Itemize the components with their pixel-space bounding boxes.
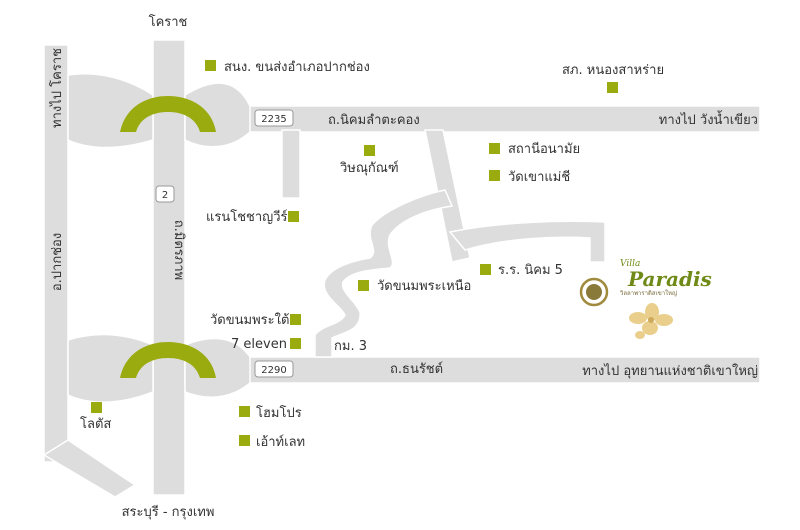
landmark-label: โลตัส — [80, 416, 111, 432]
road-label-bottom: ถ.ธนรัชต์ — [390, 361, 443, 377]
landmark-marker — [239, 406, 250, 417]
landmark-seven-eleven: 7 eleven — [231, 337, 301, 352]
road-curvy — [314, 189, 454, 358]
landmark-marker — [288, 211, 299, 222]
landmark-marker — [205, 60, 216, 71]
direction-north: โคราช — [149, 14, 188, 30]
road-branch-2235 — [281, 129, 301, 199]
landmark-marker — [489, 143, 500, 154]
landmark-school: ร.ร. นิคม 5 — [480, 263, 563, 278]
road-mittraphap — [152, 39, 186, 496]
landmark-wat-nuea: วัดขนมพระเหนือ — [358, 278, 471, 294]
landmark-marker — [364, 145, 375, 156]
landmark-marker — [290, 314, 301, 325]
logo-flower-icon — [629, 303, 673, 339]
route-shield-2235: 2235 — [254, 109, 294, 127]
logo-villa-text: Villa — [620, 259, 640, 269]
landmark-label: เอ้าท์เลท — [256, 434, 305, 450]
road-label-mittraphap: ถ.มิตรภาพ — [171, 220, 186, 280]
direction-south: สระบุรี - กรุงเทพ — [122, 504, 215, 520]
landmark-label: สนง. ขนส่งอำเภอปากช่อง — [224, 60, 370, 75]
interchange-ring-top — [120, 96, 216, 132]
road-label-top: ถ.นิคมลำตะคอง — [328, 113, 420, 128]
road-network — [42, 39, 761, 498]
landmark-makro: เอ้าท์เลท — [239, 434, 305, 450]
landmark-label: วัดขนมพระเหนือ — [377, 278, 471, 294]
interchange-bottom — [67, 333, 154, 403]
shield-2235-text: 2235 — [261, 114, 286, 125]
landmark-witsanukan: วิษณุกัณฑ์ — [339, 145, 399, 176]
landmark-label: 7 eleven — [231, 337, 287, 352]
route-shield-2290: 2290 — [254, 360, 294, 378]
landmark-label: แรนโชชาญวีร์ — [206, 209, 288, 225]
landmark-wat-tai: วัดขนมพระใต้ — [210, 312, 301, 328]
landmark-label: โฮมโปร — [256, 405, 302, 421]
landmark-marker — [358, 280, 369, 291]
landmark-label: สภ. หนองสาหร่าย — [562, 63, 664, 78]
landmark-health: สถานีอนามัย — [489, 141, 580, 157]
landmark-marker — [489, 170, 500, 181]
shield-2-text: 2 — [162, 190, 168, 201]
landmark-label: วัดขนมพระใต้ — [210, 312, 289, 328]
direction-east-bottom: ทางไป อุทยานแห่งชาติเขาใหญ่ — [582, 363, 758, 379]
villa-paradis-logo: Villa Paradis วิลลาพาราดิสเขาใหญ่ — [619, 259, 712, 339]
landmark-label: วัดเขาแม่ชี — [508, 169, 570, 185]
direction-east-top: ทางไป วังน้ำเขียว — [659, 110, 758, 128]
landmark-rancho: แรนโชชาญวีร์ — [206, 209, 299, 225]
landmark-marker — [480, 264, 491, 275]
logo-main-text: Paradis — [627, 267, 712, 291]
km-label: กม. 3 — [334, 339, 367, 354]
landmark-marker — [91, 402, 102, 413]
road-left-diagonal — [42, 439, 137, 498]
landmark-transport: สนง. ขนส่งอำเภอปากช่อง — [205, 60, 370, 75]
direction-left-top: ทางไป โคราช — [49, 48, 65, 128]
landmark-homepro: โฮมโปร — [239, 405, 302, 421]
landmark-label: สถานีอนามัย — [508, 141, 580, 157]
landmark-marker — [290, 338, 301, 349]
logo-sub-text: วิลลาพาราดิสเขาใหญ่ — [619, 289, 677, 297]
landmark-label: วิษณุกัณฑ์ — [339, 160, 398, 176]
direction-left-bottom: อ.ปากช่อง — [50, 233, 65, 291]
interchange-ring-bottom — [120, 342, 216, 378]
landmark-wat-khao-mae-chi: วัดเขาแม่ชี — [489, 169, 570, 185]
shield-2290-text: 2290 — [261, 365, 286, 376]
landmark-marker — [239, 435, 250, 446]
landmark-lotus: โลตัส — [80, 402, 111, 432]
road-to-villa — [448, 220, 606, 263]
landmark-police: สภ. หนองสาหร่าย — [562, 63, 664, 93]
destination-dot — [586, 284, 602, 300]
landmark-label: ร.ร. นิคม 5 — [498, 263, 563, 278]
destination-marker — [579, 277, 609, 307]
route-shield-2: 2 — [155, 185, 175, 203]
landmark-marker — [607, 82, 618, 93]
